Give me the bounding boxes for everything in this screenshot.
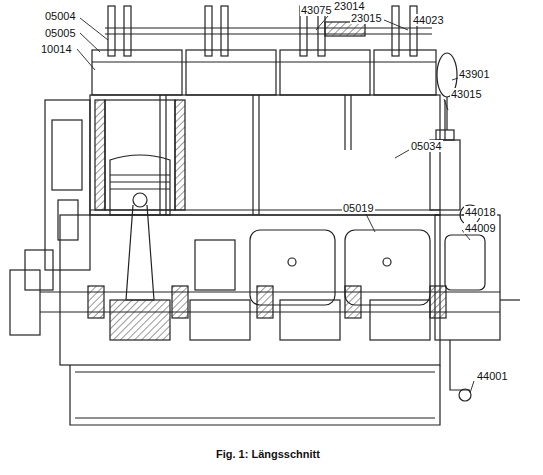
callout-number: 10014 bbox=[40, 43, 73, 55]
figure-caption: Fig. 1: Längsschnitt bbox=[216, 448, 320, 460]
callout-number: 44018 bbox=[464, 206, 497, 218]
callout-number: 44009 bbox=[464, 222, 497, 234]
callout-number: 05019 bbox=[342, 202, 375, 214]
callout-number: 05005 bbox=[44, 27, 77, 39]
callout-number: 44001 bbox=[476, 370, 509, 382]
callout-number: 05034 bbox=[410, 140, 443, 152]
callout-number: 05004 bbox=[44, 10, 77, 22]
callout-number: 23015 bbox=[350, 12, 383, 24]
callout-number: 44023 bbox=[412, 14, 445, 26]
callout-number: 23014 bbox=[333, 0, 366, 12]
callout-number: 43015 bbox=[450, 88, 483, 100]
callout-number: 43075 bbox=[300, 4, 333, 16]
callout-number: 43901 bbox=[458, 68, 491, 80]
